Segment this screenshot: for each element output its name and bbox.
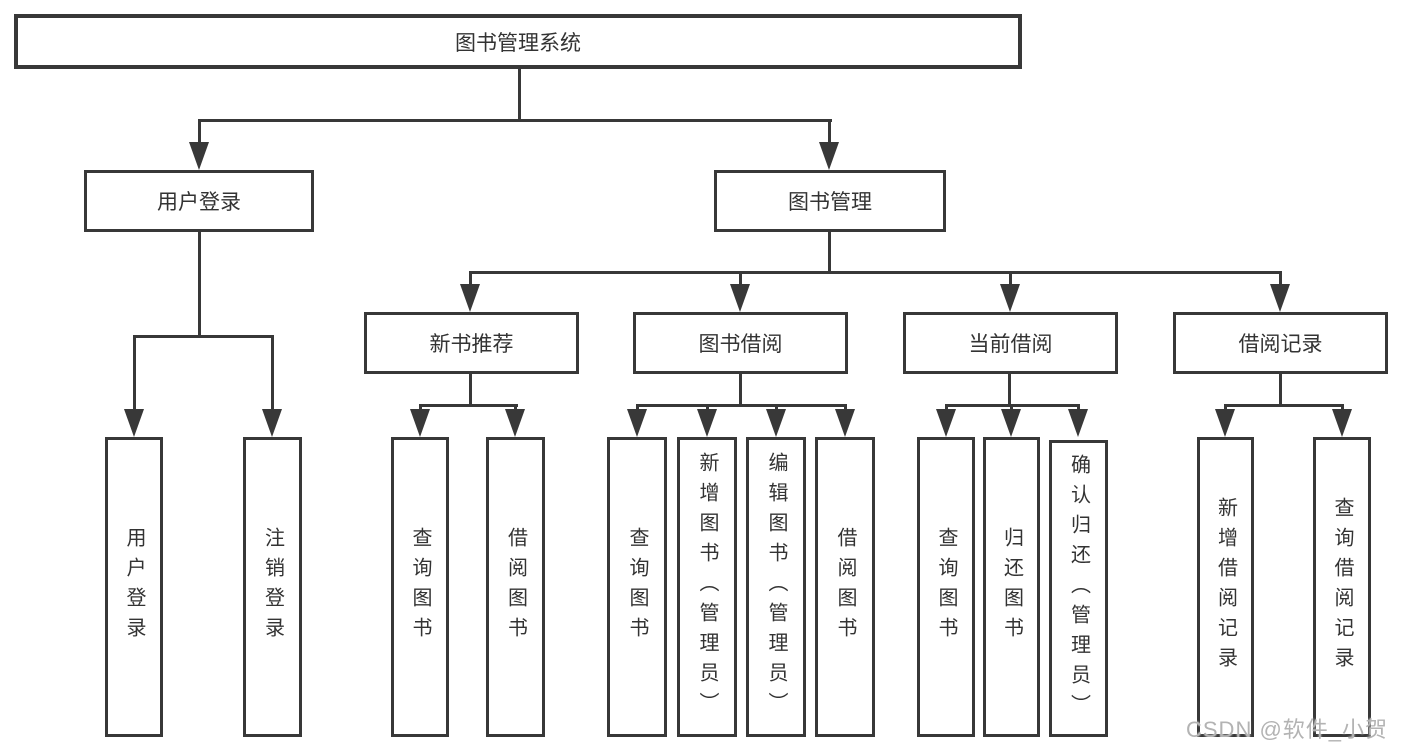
connector-line bbox=[469, 271, 472, 287]
node-user-login: 用户登录 bbox=[84, 170, 314, 232]
connector-line bbox=[1008, 374, 1011, 407]
leaf-query-books-current: 查询图书 bbox=[917, 437, 975, 737]
connector-line bbox=[271, 335, 274, 413]
arrowhead-down-icon bbox=[1215, 409, 1235, 437]
leaf-label: 查询图书 bbox=[626, 527, 648, 647]
leaf-label: 查询图书 bbox=[935, 527, 957, 647]
connector-line bbox=[636, 404, 847, 407]
connector-line bbox=[1224, 404, 1344, 407]
leaf-label: 新增借阅记录 bbox=[1214, 497, 1237, 677]
leaf-user-login: 用户登录 bbox=[105, 437, 163, 737]
leaf-logout: 注销登录 bbox=[243, 437, 302, 737]
node-new-book-recommend: 新书推荐 bbox=[364, 312, 579, 374]
connector-line bbox=[198, 231, 201, 338]
connector-line bbox=[518, 68, 521, 122]
connector-line bbox=[469, 374, 472, 407]
connector-line bbox=[133, 335, 274, 338]
connector-line bbox=[828, 119, 831, 147]
arrowhead-down-icon bbox=[1001, 409, 1021, 437]
leaf-label: 归还图书 bbox=[1000, 527, 1023, 647]
leaf-label: 新增图书（管理员） bbox=[696, 452, 718, 722]
connector-line bbox=[469, 271, 1282, 274]
connector-line bbox=[1279, 374, 1282, 407]
connector-line bbox=[739, 374, 742, 407]
arrowhead-down-icon bbox=[697, 409, 717, 437]
arrowhead-down-icon bbox=[1332, 409, 1352, 437]
connector-line bbox=[133, 335, 136, 413]
node-book-management: 图书管理 bbox=[714, 170, 946, 232]
leaf-label: 注销登录 bbox=[261, 527, 284, 647]
arrowhead-down-icon bbox=[410, 409, 430, 437]
arrowhead-down-icon bbox=[730, 284, 750, 312]
connector-line bbox=[198, 119, 832, 122]
leaf-add-borrow-record: 新增借阅记录 bbox=[1197, 437, 1254, 737]
leaf-confirm-return-admin: 确认归还（管理员） bbox=[1049, 440, 1108, 737]
watermark-text: CSDN @软件_小贺同学 bbox=[1186, 717, 1389, 742]
leaf-borrow-books-recommend: 借阅图书 bbox=[486, 437, 545, 737]
leaf-query-books-borrow: 查询图书 bbox=[607, 437, 667, 737]
connector-line bbox=[1279, 271, 1282, 287]
connector-line bbox=[198, 119, 201, 147]
arrowhead-down-icon bbox=[835, 409, 855, 437]
connector-line bbox=[1009, 271, 1012, 287]
leaf-query-books-recommend: 查询图书 bbox=[391, 437, 449, 737]
arrowhead-down-icon bbox=[262, 409, 282, 437]
arrowhead-down-icon bbox=[124, 409, 144, 437]
arrowhead-down-icon bbox=[819, 142, 839, 170]
connector-line bbox=[739, 271, 742, 287]
node-current-borrow: 当前借阅 bbox=[903, 312, 1118, 374]
leaf-query-borrow-record: 查询借阅记录 bbox=[1313, 437, 1371, 737]
leaf-label: 确认归还（管理员） bbox=[1067, 453, 1090, 724]
leaf-label: 借阅图书 bbox=[504, 527, 527, 647]
arrowhead-down-icon bbox=[1000, 284, 1020, 312]
arrowhead-down-icon bbox=[1270, 284, 1290, 312]
leaf-label: 借阅图书 bbox=[834, 527, 856, 647]
connector-line bbox=[419, 404, 518, 407]
leaf-return-book: 归还图书 bbox=[983, 437, 1040, 737]
node-book-borrow: 图书借阅 bbox=[633, 312, 848, 374]
node-library-system: 图书管理系统 bbox=[14, 14, 1022, 69]
arrowhead-down-icon bbox=[936, 409, 956, 437]
arrowhead-down-icon bbox=[627, 409, 647, 437]
node-borrow-records: 借阅记录 bbox=[1173, 312, 1388, 374]
arrowhead-down-icon bbox=[505, 409, 525, 437]
arrowhead-down-icon bbox=[460, 284, 480, 312]
leaf-edit-book-admin: 编辑图书（管理员） bbox=[746, 437, 806, 737]
leaf-borrow-books: 借阅图书 bbox=[815, 437, 875, 737]
leaf-label: 查询图书 bbox=[409, 527, 431, 647]
arrowhead-down-icon bbox=[1068, 409, 1088, 437]
arrowhead-down-icon bbox=[189, 142, 209, 170]
leaf-add-book-admin: 新增图书（管理员） bbox=[677, 437, 737, 737]
leaf-label: 编辑图书（管理员） bbox=[765, 452, 787, 722]
connector-line bbox=[828, 231, 831, 274]
leaf-label: 用户登录 bbox=[123, 527, 145, 647]
arrowhead-down-icon bbox=[766, 409, 786, 437]
leaf-label: 查询借阅记录 bbox=[1331, 497, 1353, 677]
